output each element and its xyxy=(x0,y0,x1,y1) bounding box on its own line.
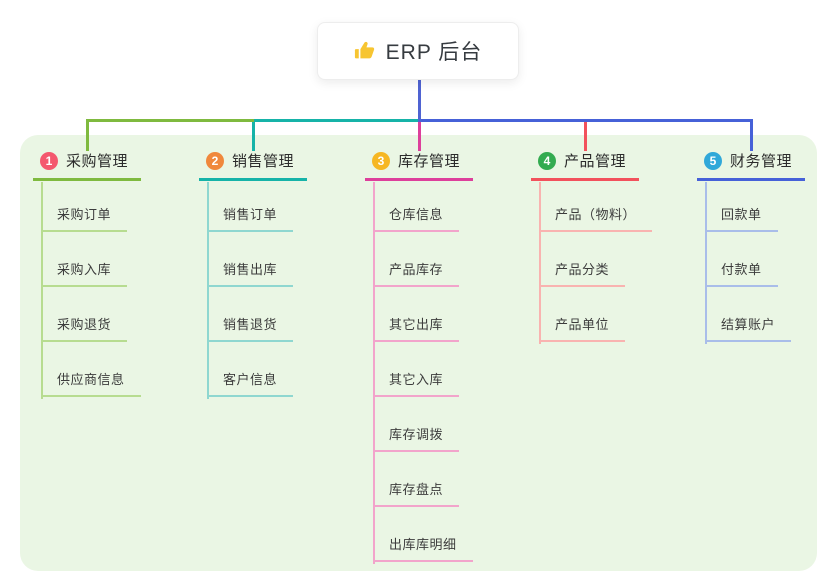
branch-title: 财务管理 xyxy=(730,153,793,170)
branch-title: 库存管理 xyxy=(398,153,461,170)
branch-purchase: 1 采购管理 采购订单 采购入库 采购退货 供应商信息 xyxy=(33,150,153,399)
child-node[interactable]: 采购退货 xyxy=(41,290,128,342)
child-node[interactable]: 供应商信息 xyxy=(41,345,141,397)
child-node[interactable]: 库存调拨 xyxy=(373,400,460,452)
child-node[interactable]: 客户信息 xyxy=(207,345,294,397)
connector-trunk-middle xyxy=(254,119,419,122)
connector-drop-inventory xyxy=(418,121,421,151)
child-node[interactable]: 回款单 xyxy=(705,180,778,232)
child-node-label: 出库库明细 xyxy=(389,537,457,552)
branch-inventory-header[interactable]: 3 库存管理 xyxy=(365,150,473,181)
child-node[interactable]: 产品分类 xyxy=(539,235,626,287)
child-node-label: 采购退货 xyxy=(57,317,112,332)
branch-product: 4 产品管理 产品（物料） 产品分类 产品单位 xyxy=(531,150,653,344)
branch-finance-header[interactable]: 5 财务管理 xyxy=(697,150,805,181)
branch-title: 销售管理 xyxy=(232,153,295,170)
child-node-label: 供应商信息 xyxy=(57,372,125,387)
child-node[interactable]: 产品库存 xyxy=(373,235,460,287)
connector-drop-finance xyxy=(750,121,753,151)
branch-child-trunk-line xyxy=(539,182,541,344)
child-node[interactable]: 其它出库 xyxy=(373,290,460,342)
child-node-label: 销售出库 xyxy=(223,262,278,277)
child-node-label: 产品单位 xyxy=(555,317,610,332)
child-node-label: 结算账户 xyxy=(721,317,776,332)
branch-number-badge: 3 xyxy=(372,151,390,170)
branch-purchase-header[interactable]: 1 采购管理 xyxy=(33,150,141,181)
child-node-label: 产品库存 xyxy=(389,262,444,277)
child-node[interactable]: 仓库信息 xyxy=(373,180,460,232)
connector-drop-purchase xyxy=(86,121,89,151)
root-node[interactable]: ERP 后台 xyxy=(317,22,519,80)
root-node-label: ERP 后台 xyxy=(385,41,483,64)
child-node-label: 销售退货 xyxy=(223,317,278,332)
branch-product-header[interactable]: 4 产品管理 xyxy=(531,150,639,181)
branch-sales: 2 销售管理 销售订单 销售出库 销售退货 客户信息 xyxy=(199,150,319,399)
connector-drop-product xyxy=(584,121,587,151)
mindmap-background-panel xyxy=(20,135,817,571)
child-node-label: 付款单 xyxy=(721,262,762,277)
connector-drop-sales xyxy=(252,121,255,151)
child-node[interactable]: 销售出库 xyxy=(207,235,294,287)
connector-trunk-right xyxy=(419,119,753,122)
child-node-label: 其它入库 xyxy=(389,372,444,387)
child-node-label: 库存调拨 xyxy=(389,427,444,442)
branch-child-trunk-line xyxy=(41,182,43,399)
branch-number-badge: 2 xyxy=(206,151,224,170)
branch-title: 采购管理 xyxy=(66,153,129,170)
branch-number-badge: 5 xyxy=(704,151,722,170)
child-node[interactable]: 销售退货 xyxy=(207,290,294,342)
child-node-label: 采购订单 xyxy=(57,207,112,222)
branch-child-trunk-line xyxy=(207,182,209,399)
child-node-label: 回款单 xyxy=(721,207,762,222)
thumbs-up-icon xyxy=(354,40,376,62)
child-node-label: 产品分类 xyxy=(555,262,610,277)
child-node[interactable]: 出库库明细 xyxy=(373,510,473,562)
child-node-label: 采购入库 xyxy=(57,262,112,277)
child-node-label: 销售订单 xyxy=(223,207,278,222)
child-node[interactable]: 产品单位 xyxy=(539,290,626,342)
child-node[interactable]: 销售订单 xyxy=(207,180,294,232)
branch-finance: 5 财务管理 回款单 付款单 结算账户 xyxy=(697,150,817,344)
child-node[interactable]: 结算账户 xyxy=(705,290,792,342)
child-node[interactable]: 采购订单 xyxy=(41,180,128,232)
branch-inventory: 3 库存管理 仓库信息 产品库存 其它出库 其它入库 库存调拨 库存盘点 出库库… xyxy=(365,150,485,564)
child-node-label: 仓库信息 xyxy=(389,207,444,222)
branch-child-trunk-line xyxy=(705,182,707,344)
child-node[interactable]: 采购入库 xyxy=(41,235,128,287)
child-node-label: 客户信息 xyxy=(223,372,278,387)
child-node-label: 产品（物料） xyxy=(555,207,637,222)
branch-title: 产品管理 xyxy=(564,153,627,170)
child-node[interactable]: 产品（物料） xyxy=(539,180,653,232)
child-node-label: 库存盘点 xyxy=(389,482,444,497)
branch-sales-header[interactable]: 2 销售管理 xyxy=(199,150,307,181)
child-node-label: 其它出库 xyxy=(389,317,444,332)
branch-number-badge: 1 xyxy=(40,151,58,170)
child-node[interactable]: 库存盘点 xyxy=(373,455,460,507)
child-node[interactable]: 其它入库 xyxy=(373,345,460,397)
connector-trunk-left xyxy=(86,119,254,122)
branch-number-badge: 4 xyxy=(538,151,556,170)
child-node[interactable]: 付款单 xyxy=(705,235,778,287)
connector-root-drop xyxy=(418,80,421,122)
branch-child-trunk-line xyxy=(373,182,375,564)
